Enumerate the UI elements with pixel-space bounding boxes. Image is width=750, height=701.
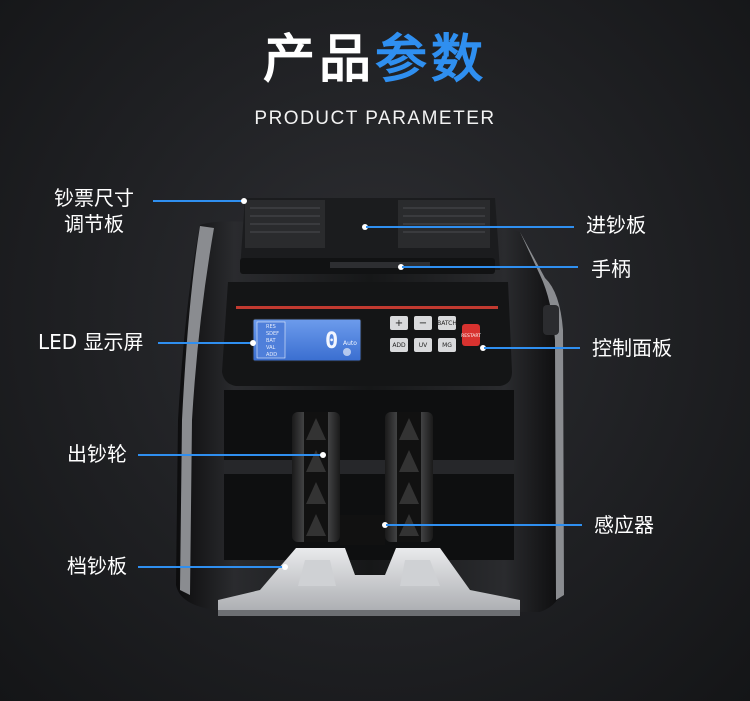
- panel-red-strip: [236, 306, 498, 309]
- svg-text:ADD: ADD: [392, 342, 406, 349]
- svg-text:−: −: [419, 318, 427, 329]
- leader-dot-led: [250, 340, 256, 346]
- leader-handle: [402, 266, 578, 268]
- svg-text:ADD: ADD: [266, 352, 277, 358]
- label-led: LED 显示屏: [38, 330, 144, 354]
- panel-buttons: + − BATCH ADD UV MG RESTART: [390, 316, 481, 352]
- label-stacker: 档钞板: [67, 554, 127, 578]
- page-title: 产品参数: [0, 28, 750, 92]
- svg-text:SDEF: SDEF: [266, 331, 279, 337]
- leader-sensor: [386, 524, 582, 526]
- svg-text:BATCH: BATCH: [437, 320, 457, 327]
- page-subtitle: PRODUCT PARAMETER: [254, 108, 496, 129]
- svg-text:BAT: BAT: [266, 338, 276, 344]
- leader-dot-stacker: [282, 564, 288, 570]
- right-side-strip: [520, 232, 564, 600]
- label-handle: 手柄: [591, 257, 631, 281]
- leader-stacker: [138, 566, 284, 568]
- title-white: 产品: [262, 30, 375, 90]
- label-note-adjust-1: 钞票尺寸: [54, 186, 134, 210]
- lcd-mode: Auto: [343, 340, 357, 347]
- svg-text:UV: UV: [419, 342, 428, 349]
- left-side-strip: [180, 226, 214, 595]
- stacker-tray: [218, 548, 520, 615]
- leader-out-wheel: [138, 454, 322, 456]
- title-blue: 参数: [375, 30, 488, 90]
- right-knob: [543, 305, 559, 335]
- svg-text:RES: RES: [266, 324, 276, 330]
- leader-dot-handle: [398, 264, 404, 270]
- leader-led: [158, 342, 250, 344]
- leader-hopper: [366, 226, 574, 228]
- svg-text:RESTART: RESTART: [461, 333, 481, 339]
- leader-control-panel: [484, 347, 580, 349]
- svg-text:+: +: [395, 318, 403, 329]
- leader-dot-note-adjust: [241, 198, 247, 204]
- label-sensor: 感应器: [594, 513, 654, 537]
- leader-dot-out-wheel: [320, 452, 326, 458]
- svg-text:VAL: VAL: [266, 345, 276, 351]
- leader-note-adjust: [153, 200, 243, 202]
- label-out-wheel: 出钞轮: [67, 442, 127, 466]
- leader-dot-control-panel: [480, 345, 486, 351]
- lcd-digit: 0: [325, 329, 338, 354]
- leader-dot-sensor: [382, 522, 388, 528]
- leader-dot-hopper: [362, 224, 368, 230]
- label-hopper: 进钞板: [586, 213, 646, 237]
- label-control-panel: 控制面板: [592, 336, 672, 360]
- svg-text:MG: MG: [442, 342, 452, 349]
- label-note-adjust-2: 调节板: [64, 212, 124, 236]
